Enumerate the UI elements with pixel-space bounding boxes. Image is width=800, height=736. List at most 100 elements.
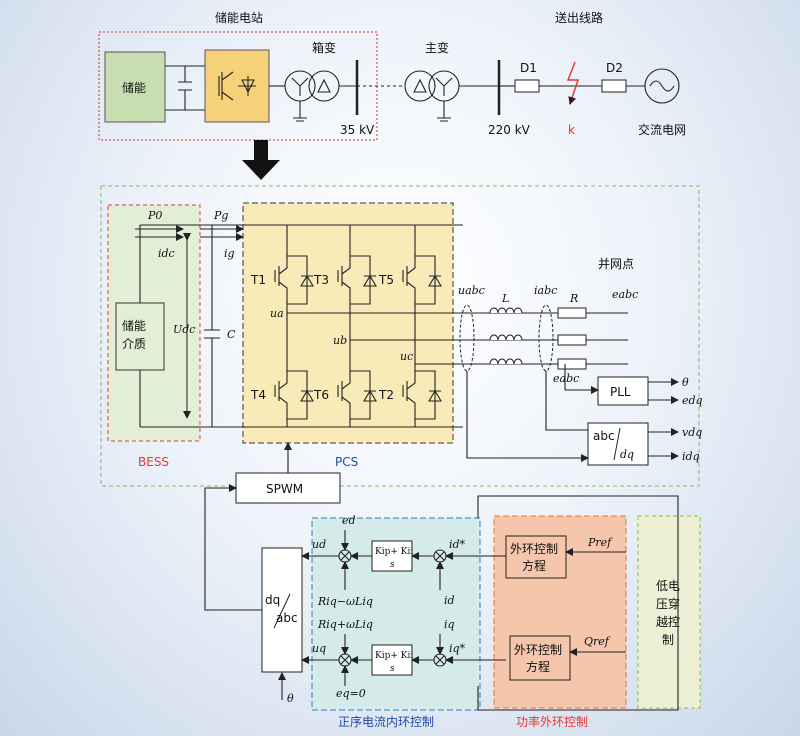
udc-label: Udc (173, 323, 195, 336)
id-label: id (444, 594, 455, 607)
resistor-2 (557, 334, 587, 346)
outer-loop-label: 功率外环控制 (516, 714, 588, 729)
igbt-t2: T2 (378, 365, 442, 425)
grid-label: 交流电网 (638, 122, 686, 137)
feedback-loop-line (477, 495, 679, 711)
inner-loop-label: 正序电流内环控制 (338, 714, 434, 729)
lvrt-line2: 压穿 (656, 596, 680, 611)
ud-label: ud (312, 538, 326, 551)
d-axis-loop (301, 530, 506, 590)
q-pi-bottom: s (390, 664, 395, 674)
edq-label: edq (682, 394, 703, 407)
outer-eq-d-line2: 方程 (522, 558, 546, 573)
d-pi-top: Kip+ Kii (375, 547, 413, 557)
d-pi-bottom: s (390, 560, 395, 570)
dq-abc-bottom: abc (276, 611, 298, 625)
station-title: 储能电站 (215, 10, 263, 25)
id-ref-label: id* (449, 538, 466, 551)
dc-capacitor (165, 65, 205, 111)
q-axis-loop (301, 634, 506, 686)
ig-label: ig (224, 247, 235, 260)
qref-label: Qref (584, 635, 611, 648)
ed-label: ed (342, 514, 356, 527)
pcc-label: 并网点 (598, 257, 634, 271)
inductor-1 (489, 307, 523, 314)
spwm-label: SPWM (266, 482, 303, 496)
igbt-t3: T3 (313, 250, 377, 310)
iq-ref-label: iq* (449, 642, 466, 655)
resistor-3 (557, 358, 587, 370)
idc-label: idc (158, 247, 175, 260)
inductor-resistor-array (489, 307, 587, 390)
q-pi-top: Kip+ Kii (375, 651, 413, 661)
d2-label: D2 (606, 61, 623, 75)
eq-label: eq=0 (336, 687, 366, 700)
dc-link-capacitor (204, 225, 220, 427)
voltage-220kv: 220 kV (488, 123, 531, 137)
q-decouple-label: Riq+ωLiq (317, 618, 373, 631)
outer-eq-q-block (509, 635, 571, 681)
lvrt-line3: 越控 (656, 615, 680, 629)
down-arrow-icon (242, 140, 280, 180)
outer-eq-d-line1: 外环控制 (510, 542, 558, 556)
svg-text:T2: T2 (378, 388, 394, 402)
dc-bus (139, 224, 463, 428)
pll-label: PLL (610, 385, 631, 399)
theta-out-label: θ (682, 376, 689, 389)
d-decouple-label: Riq−ωLiq (317, 595, 373, 608)
svg-text:T1: T1 (250, 273, 266, 287)
igbt-t6: T6 (313, 365, 377, 425)
svg-text:T5: T5 (378, 273, 394, 287)
bess-label: BESS (138, 455, 169, 469)
eabc2-label: eabc (553, 372, 579, 385)
dq-abc-top: dq (265, 593, 280, 607)
abc-dq-bottom: dq (620, 448, 634, 461)
r-label: R (569, 292, 578, 305)
fault-bolt-icon (566, 61, 580, 105)
c-label: C (227, 328, 236, 341)
storage-medium-line2: 介质 (122, 337, 146, 351)
svg-text:T4: T4 (250, 388, 266, 402)
uq-label: uq (312, 642, 326, 655)
igbt-t4: T4 (250, 365, 314, 425)
lvrt-line1: 低电 (656, 579, 680, 593)
lvrt-box (637, 515, 701, 709)
storage-medium-block (115, 302, 165, 371)
voltage-35kv: 35 kV (340, 123, 375, 137)
iabc-label: iabc (534, 284, 557, 297)
uabc-sensor (459, 304, 475, 372)
pcs-box (242, 202, 454, 444)
resistor-1 (557, 307, 587, 319)
uc-label: uc (400, 350, 413, 363)
iq-label: iq (444, 618, 455, 631)
ub-label: ub (333, 334, 347, 347)
main-transformer-icon (404, 70, 460, 122)
svg-text:T6: T6 (313, 388, 329, 402)
outer-eq-q-line2: 方程 (526, 659, 550, 674)
igbt-t1: T1 (250, 250, 314, 310)
system-box (100, 185, 700, 487)
idq-label: idq (682, 450, 700, 463)
line-title: 送出线路 (555, 10, 603, 25)
lvrt-line4: 制 (662, 633, 674, 647)
iabc-sensor (538, 304, 554, 372)
uabc-label: uabc (458, 284, 485, 297)
outer-eq-d-block (505, 535, 567, 579)
pref-label: Pref (587, 536, 613, 549)
d1-label: D1 (520, 61, 537, 75)
storage-block (104, 51, 166, 123)
box-transformer-label: 箱变 (312, 40, 336, 55)
outer-eq-q-line1: 外环控制 (514, 643, 562, 657)
pg-label: Pg (213, 209, 228, 222)
abc-dq-top: abc (593, 429, 615, 443)
igbt-t5: T5 (378, 250, 442, 310)
svg-text:T3: T3 (313, 273, 329, 287)
breaker-d1 (514, 79, 540, 93)
abc-dq-block (587, 422, 649, 466)
converter-block (204, 49, 270, 123)
p0-label: P0 (147, 209, 162, 222)
eabc-label: eabc (612, 288, 638, 301)
ac-grid-icon (644, 68, 680, 104)
